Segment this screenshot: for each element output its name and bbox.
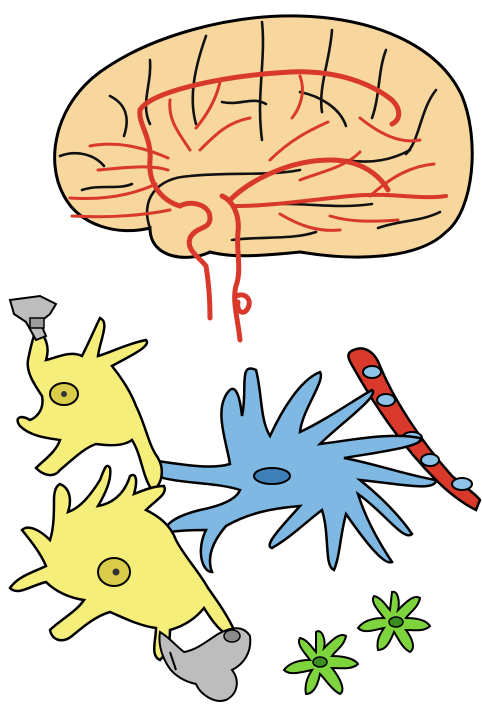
neuron-body-upper bbox=[18, 318, 162, 490]
brain-icon bbox=[55, 16, 473, 340]
microglia-icon bbox=[284, 592, 430, 694]
neuron-icon bbox=[10, 318, 236, 660]
myelin-segment bbox=[30, 318, 44, 328]
astrocyte-nucleus bbox=[254, 468, 290, 484]
